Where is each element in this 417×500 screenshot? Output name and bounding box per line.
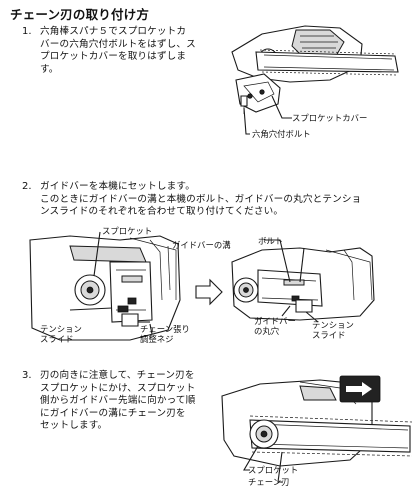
step-2-number: 2. xyxy=(22,181,32,192)
callout-line: チェーン張り xyxy=(140,324,190,334)
callout-guide-bar-groove: ガイドバーの溝 xyxy=(172,240,231,250)
callout-adjust-screw: チェーン張り 調整ネジ xyxy=(140,324,190,344)
callout-line: スライド xyxy=(40,334,74,344)
callout-sprocket-3: スプロケット xyxy=(248,465,299,475)
callout-tension-slide-right: テンション スライド xyxy=(312,320,354,340)
callout-hex-bolt: 六角穴付ボルト xyxy=(252,129,311,139)
callout-sprocket: スプロケット xyxy=(102,226,153,236)
callout-bar-hole: ガイドバー の丸穴 xyxy=(254,316,296,336)
step-1-number: 1. xyxy=(22,26,32,37)
step-3-line: スプロケットにかけ、スプロケット xyxy=(40,382,196,394)
callout-sprocket-cover: スプロケットカバー xyxy=(292,113,368,123)
step-1-line: プロケットカバーを取りはずしま xyxy=(40,51,187,63)
step-2-line: ンスライドのそれぞれを合わせて取り付けてください。 xyxy=(40,206,284,218)
callout-bolt: ボルト xyxy=(258,236,284,246)
callout-line: の丸穴 xyxy=(254,326,280,336)
callout-line: テンション xyxy=(40,324,82,334)
step-1-line: 六角棒スパナ５でスプロケットカ xyxy=(40,26,187,37)
page-title: チェーン刃の取り付け方 xyxy=(10,7,150,22)
step-2-text: ガイドバーを本機にセットします。 このときにガイドバーの溝と本機のボルト、ガイド… xyxy=(40,181,361,219)
callout-line: ガイドバー xyxy=(254,316,296,326)
step-1-line: す。 xyxy=(40,63,59,75)
callout-line: テンション xyxy=(312,320,354,330)
callout-chain: チェーン刃 xyxy=(248,477,290,487)
step-1-text: 六角棒スパナ５でスプロケットカ バーの六角穴付ボルトをはずし、ス プロケットカバ… xyxy=(40,26,196,76)
step-3-line: セットします。 xyxy=(40,420,108,432)
step-3-text: 刃の向きに注意して、チェーン刃を スプロケットにかけ、スプロケット 側からガイド… xyxy=(40,370,195,433)
callout-line: 調整ネジ xyxy=(140,334,174,344)
step-3-line: にガイドバーの溝にチェーン刃を xyxy=(40,407,186,419)
step-1-line: バーの六角穴付ボルトをはずし、ス xyxy=(40,38,196,50)
step-3-number: 3. xyxy=(22,370,32,381)
callout-tension-slide-left: テンション スライド xyxy=(40,324,82,344)
step-2-line: ガイドバーを本機にセットします。 xyxy=(40,181,195,192)
step-3-line: 側からガイドバー先端に向かって順 xyxy=(40,395,196,407)
step-2-line: このときにガイドバーの溝と本機のボルト、ガイドバーの丸穴とテンショ xyxy=(40,193,362,205)
step-3-line: 刃の向きに注意して、チェーン刃を xyxy=(40,370,195,381)
callout-line: スライド xyxy=(312,330,346,340)
